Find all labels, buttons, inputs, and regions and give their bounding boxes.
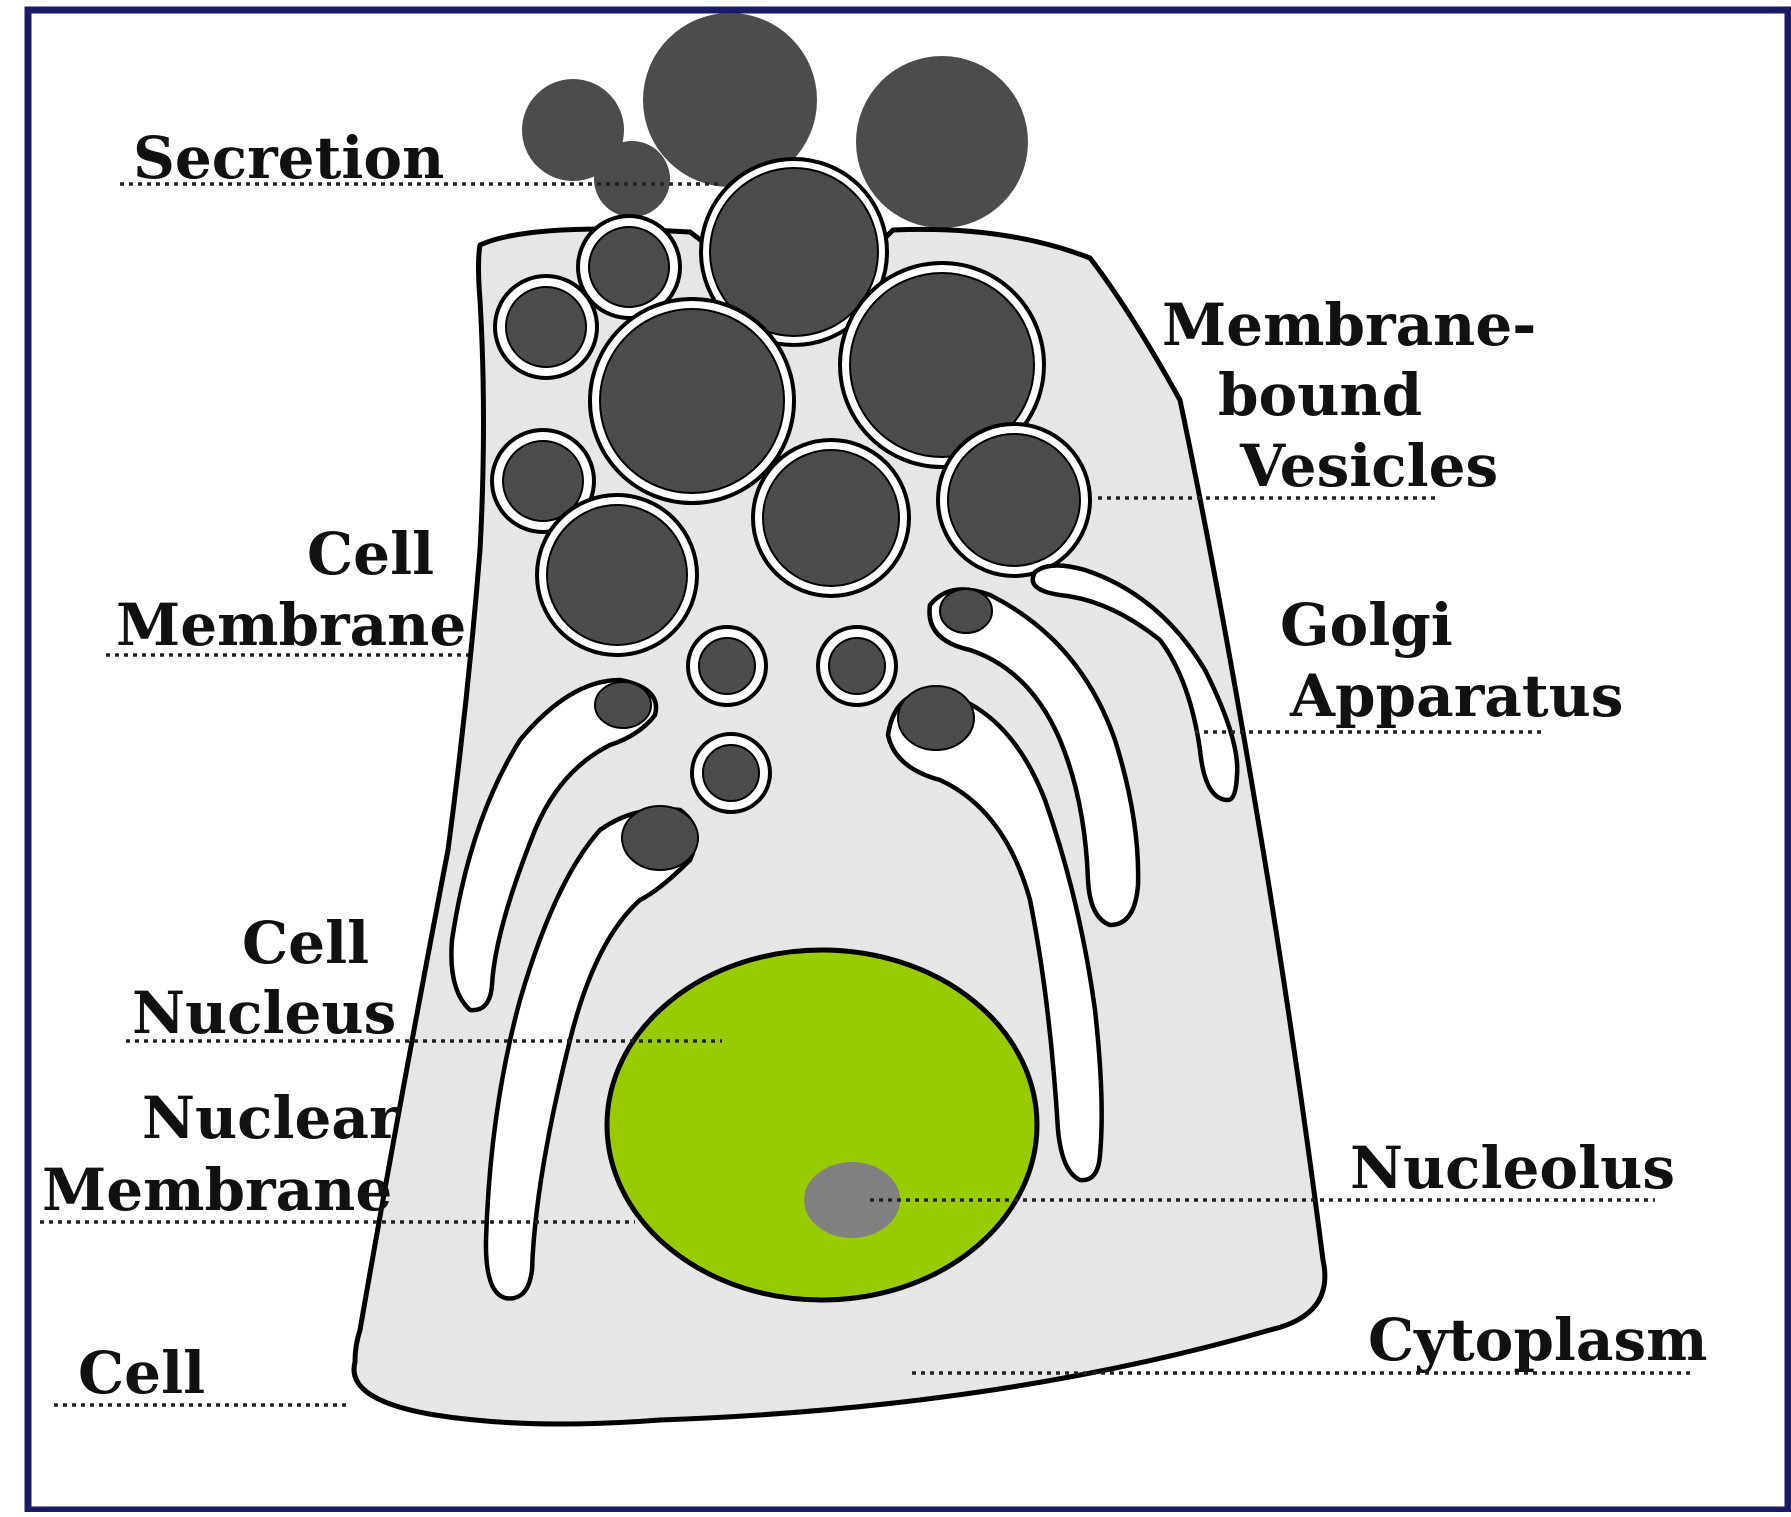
- label-cell-membrane-line2: Membrane: [116, 591, 466, 659]
- vesicle: [753, 440, 909, 596]
- secretion-granule: [594, 141, 670, 217]
- cell-nucleus: [607, 950, 1037, 1300]
- label-golgi-line2: Apparatus: [1289, 662, 1623, 730]
- nucleolus: [804, 1162, 900, 1238]
- label-cell-nucleus-line2: Nucleus: [132, 979, 396, 1047]
- label-cell: Cell: [78, 1339, 205, 1407]
- golgi-vesicle: [595, 682, 651, 728]
- secretion-granule: [856, 56, 1028, 228]
- label-cell-membrane-line1: Cell: [307, 520, 434, 588]
- label-membrane-bound-vesicles-line2: bound: [1218, 361, 1422, 429]
- label-cell-nucleus-line1: Cell: [242, 909, 369, 977]
- label-nuclear-membrane-line2: Membrane: [42, 1156, 392, 1224]
- vesicle: [818, 627, 896, 705]
- vesicle: [692, 734, 770, 812]
- golgi-vesicle: [898, 686, 974, 750]
- golgi-vesicle: [622, 806, 698, 870]
- vesicle: [590, 299, 794, 503]
- label-nuclear-membrane-line1: Nuclear: [142, 1084, 401, 1152]
- vesicle: [495, 276, 597, 378]
- label-golgi-line1: Golgi: [1280, 591, 1453, 659]
- label-membrane-bound-vesicles-line1: Membrane-: [1162, 291, 1536, 359]
- label-nucleolus: Nucleolus: [1350, 1134, 1675, 1202]
- vesicle: [688, 627, 766, 705]
- vesicle: [938, 424, 1090, 576]
- golgi-vesicle: [940, 589, 992, 633]
- label-membrane-bound-vesicles-line3: Vesicles: [1239, 432, 1498, 500]
- label-cytoplasm: Cytoplasm: [1368, 1306, 1708, 1374]
- vesicle: [537, 495, 697, 655]
- label-secretion: Secretion: [133, 124, 444, 192]
